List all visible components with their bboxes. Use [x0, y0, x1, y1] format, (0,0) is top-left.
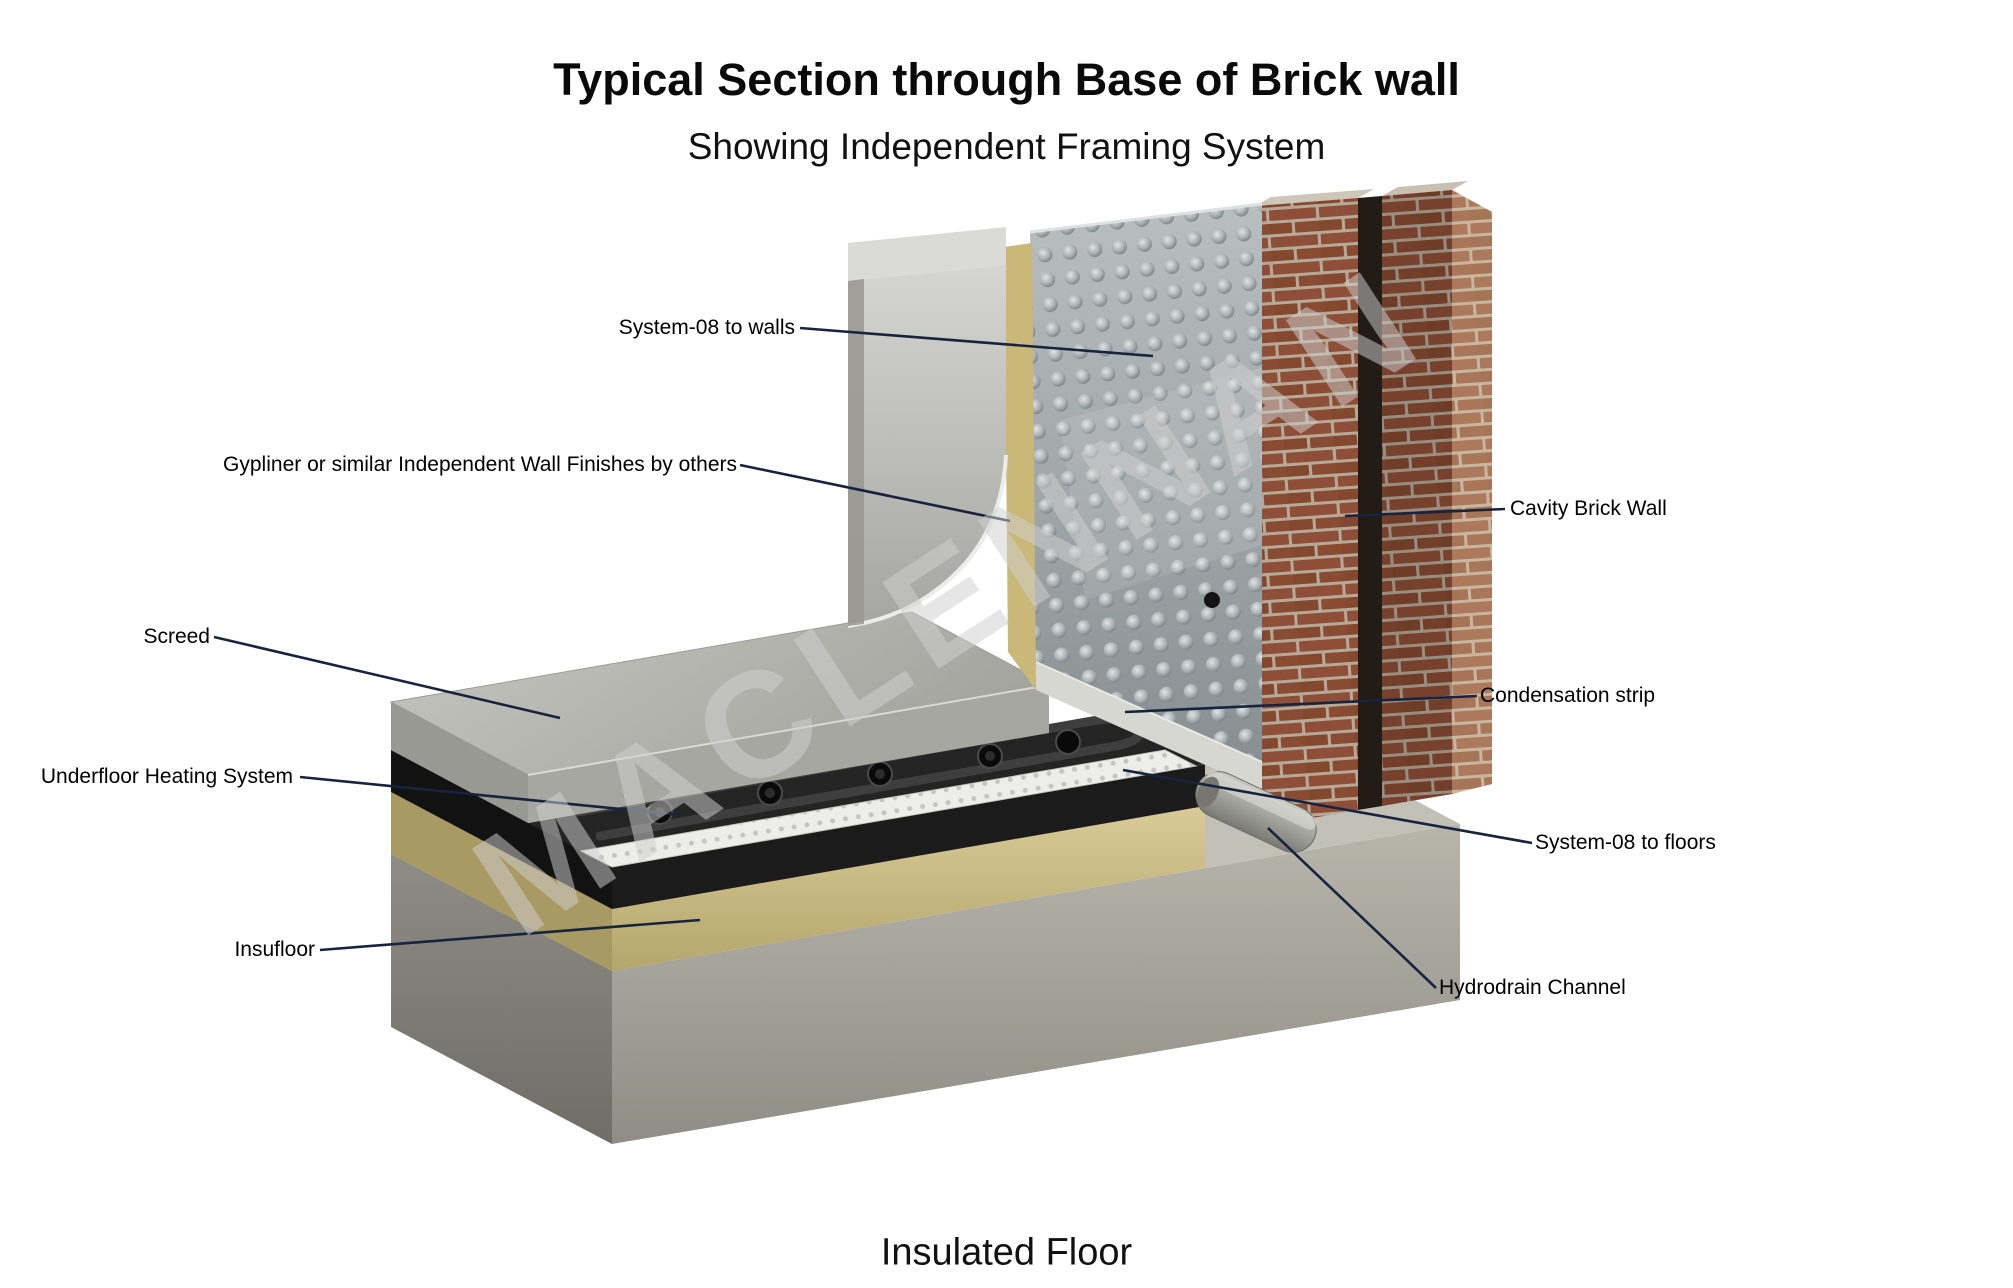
label-system08-walls: System-08 to walls	[618, 316, 795, 339]
screed-slab	[389, 611, 1051, 823]
wall-membrane-top-edge	[1029, 202, 1263, 234]
floor-layers	[389, 611, 1227, 971]
label-screed: Screed	[143, 625, 210, 648]
brick-outer-face	[1452, 190, 1492, 794]
label-hydrodrain-channel: Hydrodrain Channel	[1439, 976, 1626, 999]
insufloor-left-face	[391, 792, 612, 971]
membrane-fixing-dot	[1204, 592, 1220, 608]
leader-condensation-strip	[1124, 694, 1478, 714]
brick-leaf-inner	[1255, 198, 1358, 828]
leader-system08-walls	[799, 326, 1154, 358]
page-subtitle: Showing Independent Framing System	[687, 126, 1326, 167]
hydrodrain-body	[1195, 771, 1317, 853]
leader-hydrodrain-channel	[1267, 827, 1437, 989]
label-underfloor-heating: Underfloor Heating System	[40, 765, 293, 788]
brick-leaf1-top	[1255, 189, 1374, 206]
wall-membrane	[1029, 202, 1263, 790]
screed-left-face	[391, 702, 528, 823]
brick-leaf-outer	[1382, 190, 1452, 806]
brick-leaf2-top	[1382, 181, 1468, 196]
pipe-fitting-core	[875, 769, 885, 779]
hydrodrain-channel	[1195, 770, 1317, 853]
condensation-strip-band	[1036, 662, 1262, 790]
wall-insulation-sliver	[1004, 243, 1036, 690]
pipe-fittings	[647, 729, 1081, 825]
concrete-left-face	[391, 854, 612, 1144]
concrete-front-face	[612, 824, 1460, 1144]
label-condensation-strip: Condensation strip	[1480, 684, 1656, 707]
label-system08-floors: System-08 to floors	[1535, 831, 1716, 854]
leader-gypliner	[739, 463, 1011, 523]
pipe-fitting-core	[985, 751, 995, 761]
label-cavity-brick-wall: Cavity Brick Wall	[1510, 497, 1667, 520]
brick-outer-face-light	[1452, 190, 1492, 794]
leader-system08-floors	[1122, 768, 1533, 845]
insufloor-front-face	[612, 806, 1205, 971]
page-title: Typical Section through Base of Brick wa…	[553, 54, 1460, 105]
footer-caption: Insulated Floor	[880, 1231, 1133, 1274]
gypliner-cut-edge	[847, 454, 1008, 628]
heating-layer-front-face	[612, 764, 1205, 909]
wall-cavity-gap	[1358, 196, 1382, 810]
leader-cavity-brick-wall	[1344, 507, 1506, 518]
floor-membrane-dimples	[581, 750, 1196, 867]
pipe-fitting-core	[765, 788, 775, 798]
heating-layer-left-face	[391, 750, 612, 909]
gypliner-top-cap	[848, 227, 1006, 281]
leader-insufloor	[319, 918, 701, 952]
gypliner-panel	[848, 265, 1006, 626]
label-gypliner: Gypliner or similar Independent Wall Fin…	[223, 453, 737, 476]
label-insufloor: Insufloor	[234, 938, 315, 961]
gypliner-board	[847, 227, 1008, 628]
pipe-fitting	[1055, 729, 1081, 755]
cavity-brick-wall	[1255, 181, 1492, 828]
screed-edge-highlight	[527, 684, 1050, 776]
hydrodrain-highlight	[1206, 770, 1317, 830]
floor-membrane-strip	[579, 749, 1198, 868]
screed-front-face	[528, 685, 1049, 823]
leader-lines	[213, 326, 1533, 989]
gypliner-left-rim	[848, 279, 864, 626]
leader-screed	[213, 635, 561, 720]
brick-leaf-outer-shade	[1382, 190, 1452, 806]
leader-underfloor-heating	[299, 775, 681, 817]
wall-membrane-sheen	[1060, 368, 1262, 600]
